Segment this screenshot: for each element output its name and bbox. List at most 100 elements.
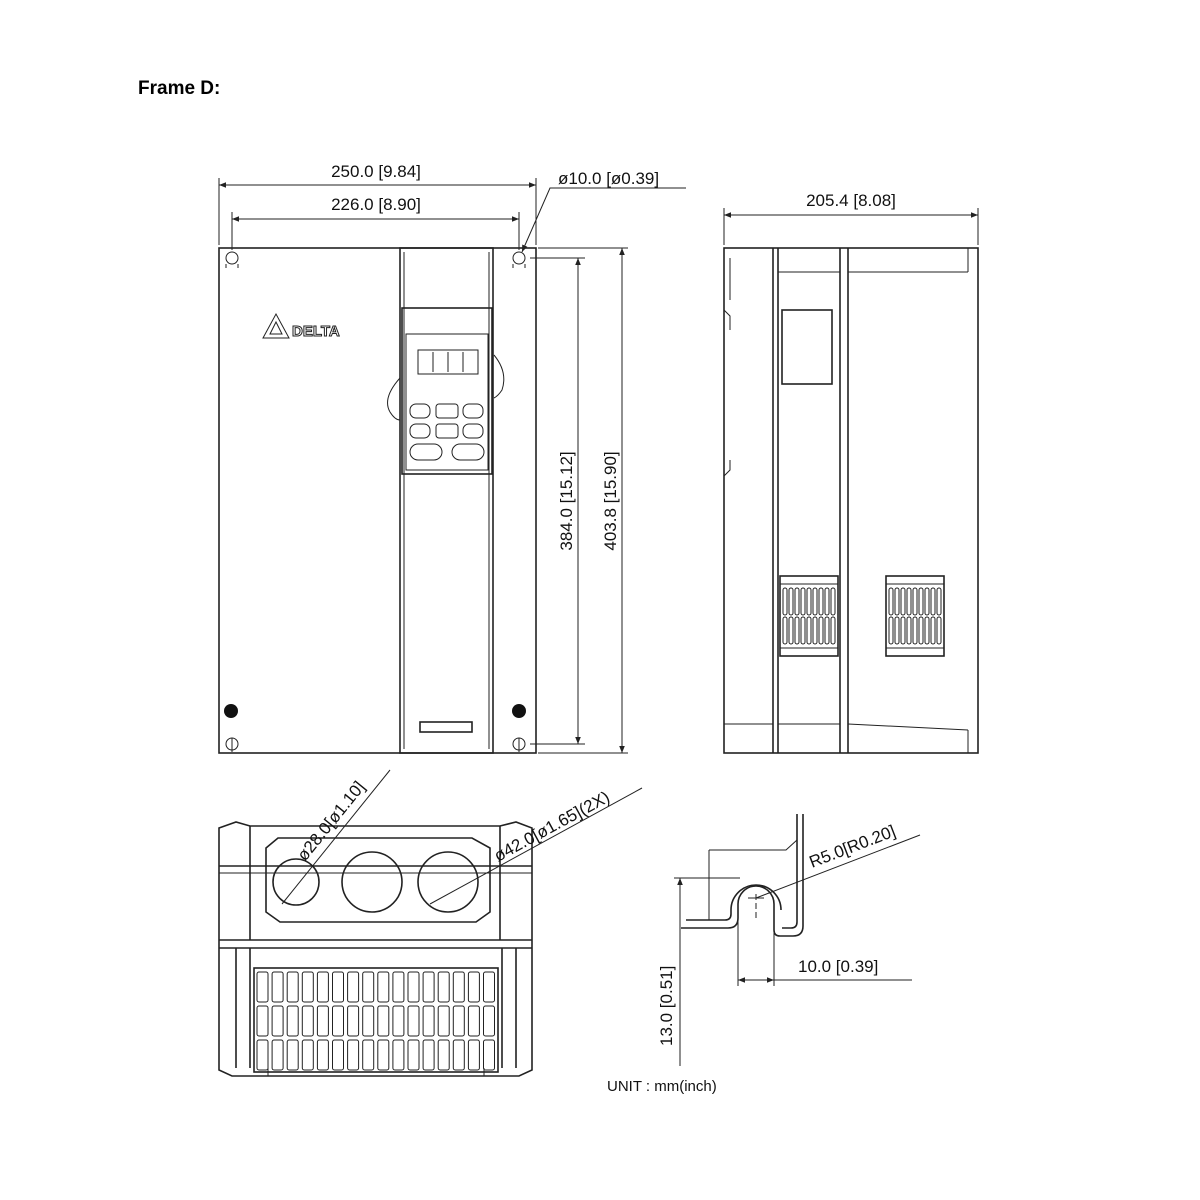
grille-slot [437,971,450,1003]
mount-height-label: 384.0 [15.12] [557,451,576,550]
grille-slot [301,1005,314,1037]
grille-slot [362,1039,375,1071]
vent-slot [924,587,930,616]
grille-slot [332,971,344,1003]
side-window [781,309,833,385]
vent-slot [788,616,794,645]
cable-hole-small [272,858,320,906]
screw-left [224,704,238,718]
grille-slot [256,1005,269,1037]
slot-outline-outer [681,814,804,937]
hole-small-leader [281,769,391,905]
mount-width-label: 226.0 [8.90] [331,195,421,214]
grille-slot [332,1005,344,1037]
slot-outline-inner [686,814,798,929]
grille-slot [437,1005,450,1037]
keypad-frame [401,307,493,475]
bottom-view [218,821,533,1077]
mount-hole-bottom-right [512,737,526,752]
grille-slot [392,1005,405,1037]
key [435,423,459,439]
vent-slot [918,616,924,645]
grille-slot [316,971,329,1003]
hole-large-label: ø42.0[ø1.65](2X) [491,787,613,865]
key [435,403,459,419]
delta-logo: DELTA [262,312,340,341]
grille-slot [483,971,495,1003]
vent-frame [885,575,945,657]
keypad [387,307,505,475]
hole-large-leader [429,787,643,905]
grille-slot [316,1039,329,1071]
vent-slot [794,587,800,616]
cable-hole-large-1 [341,851,403,913]
vent-slot [912,616,918,645]
key [409,403,431,419]
grille-slot [286,1039,299,1071]
vent-slot [812,587,818,616]
vent-slot [900,616,906,645]
grille-slot [467,1039,480,1071]
vent-slot [906,587,912,616]
key [462,403,484,419]
grille-slot [483,1039,495,1071]
grille-slot [362,971,375,1003]
vent-slot [906,616,912,645]
key [409,423,431,439]
radius-leader [755,834,921,899]
vent-slot [800,587,806,616]
grille-slot [377,971,390,1003]
grille-slot [347,971,360,1003]
vent-slot [888,616,894,645]
vent-slot [812,616,818,645]
vent-slot [894,587,900,616]
grille-slot [286,971,299,1003]
vent-slot [936,587,942,616]
slot-detail: R5.0[R0.20] 10.0 [0.39] 13.0 [0.51] [657,814,921,1066]
page-title: Frame D: [138,78,221,99]
cable-hole-large-2 [417,851,479,913]
grille-slot [286,1005,299,1037]
vent-slot [918,587,924,616]
mount-hole-label: ø10.0 [ø0.39] [558,169,659,188]
grille-slot [271,1039,284,1071]
slot-width-label: 10.0 [0.39] [798,957,878,976]
side-vent-rear [885,575,945,657]
grille-slot [377,1005,390,1037]
brand-text: DELTA [292,323,340,340]
vent-slot [824,587,830,616]
vent-slot [824,616,830,645]
vent-slot [818,587,824,616]
vent-slot [900,587,906,616]
front-dimensions: 250.0 [9.84] 226.0 [8.90] ø10.0 [ø0.39] … [218,162,686,754]
bottom-vent-grille [253,967,499,1073]
vent-slot [806,587,812,616]
grille-slot [301,1039,314,1071]
grille-slot [407,1005,420,1037]
vent-slot [830,616,836,645]
unit-note: UNIT : mm(inch) [607,1078,717,1095]
vent-slot [782,616,788,645]
grille-slot [407,971,420,1003]
side-outline [723,247,979,754]
vent-slot [788,587,794,616]
mount-hole-top-left [225,251,239,268]
bottom-dimensions: ø28.0[ø1.10] ø42.0[ø1.65](2X) [281,769,643,905]
grille-slot [392,971,405,1003]
grille-slot [452,1005,465,1037]
grille-slot [256,1039,269,1071]
grille-slot [467,971,480,1003]
hole-small-label: ø28.0[ø1.10] [293,778,368,865]
depth-label: 205.4 [8.08] [806,191,896,210]
grille-slot [256,971,269,1003]
front-view: DELTA [218,247,537,754]
vent-slot [930,587,936,616]
grille-slot [316,1005,329,1037]
grille-slot [452,971,465,1003]
grille-slot [407,1039,420,1071]
overall-width-label: 250.0 [9.84] [331,162,421,181]
front-center-panel [399,247,494,754]
grille-slot [362,1005,375,1037]
side-dimensions: 205.4 [8.08] [723,191,979,245]
